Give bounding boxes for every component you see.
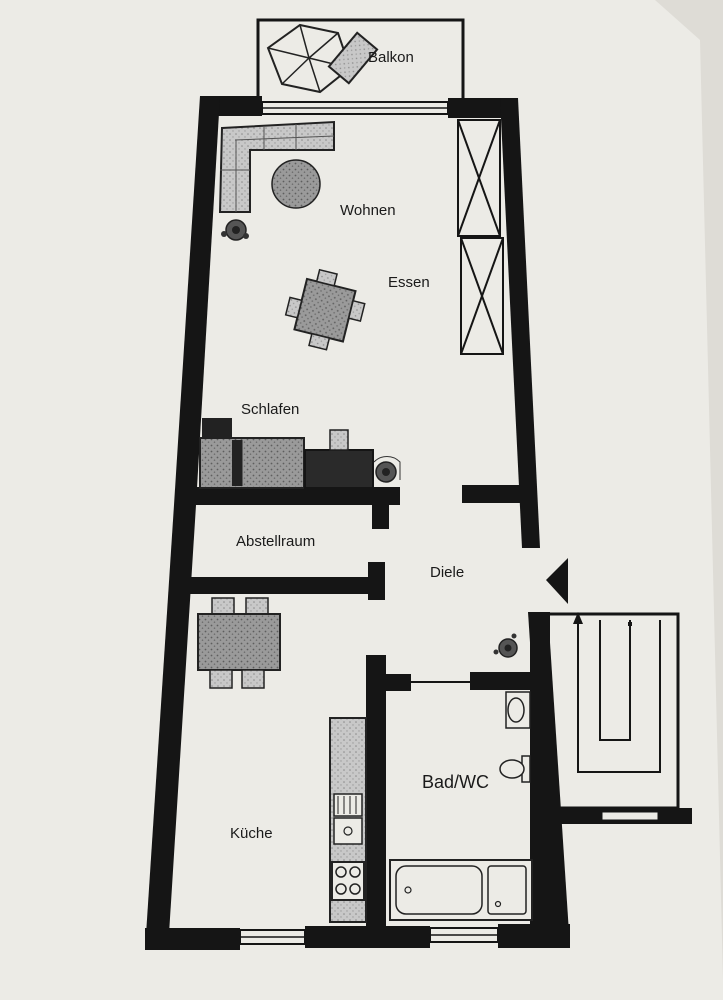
plant-icon: [373, 456, 401, 483]
entrance-door-icon: [546, 558, 568, 604]
room-label-bad: Bad/WC: [422, 772, 489, 792]
room-label-schlafen: Schlafen: [241, 401, 299, 418]
room-label-abstellraum: Abstellraum: [236, 533, 315, 550]
lounge-chair-icon: [327, 31, 379, 85]
dining-table-icon: [284, 268, 366, 351]
washbasin-icon: [505, 691, 531, 729]
desk-icon: [304, 429, 374, 489]
room-label-essen: Essen: [388, 274, 430, 291]
plant-icon: [221, 219, 249, 241]
room-label-kueche: Küche: [230, 825, 273, 842]
bathtub-icon: [389, 859, 533, 921]
bed-icon: [199, 418, 305, 489]
kitchen-table-icon: [197, 597, 281, 689]
wardrobe: [457, 119, 504, 355]
staircase: [546, 612, 692, 824]
room-label-diele: Diele: [430, 564, 464, 581]
room-label-balkon: Balkon: [368, 49, 414, 66]
plant-icon: [493, 633, 518, 658]
sink-icon: [333, 793, 363, 845]
room-label-wohnen: Wohnen: [340, 202, 396, 219]
corner-sofa-icon: [218, 120, 335, 213]
balcony: Balkon: [256, 18, 465, 106]
parasol-icon: [266, 23, 352, 94]
walls: [145, 96, 570, 950]
stove-icon: [331, 861, 365, 901]
toilet-icon: [499, 755, 531, 783]
round-coffee-table-icon: [271, 159, 321, 209]
